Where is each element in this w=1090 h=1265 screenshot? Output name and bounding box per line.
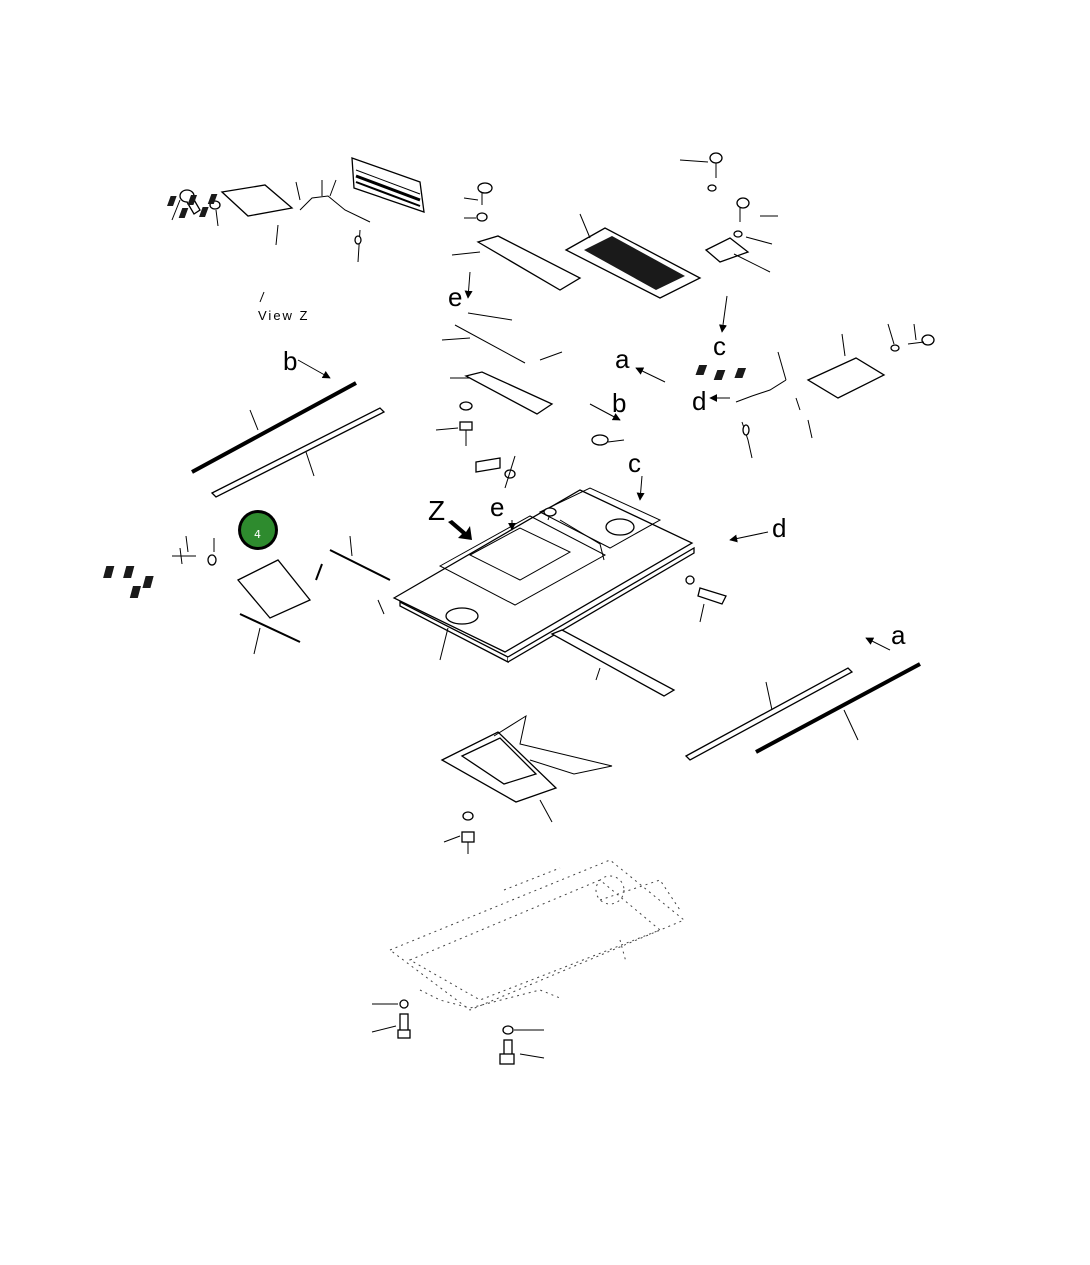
callout-e-frame: e bbox=[490, 492, 504, 522]
view-z-detail: View Z bbox=[167, 157, 425, 323]
right-upper-parts: d bbox=[692, 323, 935, 459]
cable-assembly-small bbox=[295, 179, 371, 263]
bolt-part-12 bbox=[499, 1025, 545, 1065]
callout-a-lower: a bbox=[891, 620, 906, 650]
view-z-label: View Z bbox=[258, 308, 310, 323]
floor-cover-plate bbox=[440, 714, 613, 854]
callout-d-frame: d bbox=[772, 513, 786, 543]
grille-cover-right bbox=[695, 333, 886, 399]
callout-c-frame: c bbox=[628, 448, 641, 478]
upper-center-parts: e c bbox=[448, 152, 778, 361]
bolt-part-10 bbox=[443, 811, 475, 854]
seal-strip-lower bbox=[239, 613, 301, 643]
callout-c-upper: c bbox=[713, 331, 726, 361]
callout-a-upper: a bbox=[615, 344, 630, 374]
grille-cover-small bbox=[167, 184, 294, 246]
support-bar bbox=[550, 629, 676, 697]
item-badge: 4 bbox=[238, 510, 278, 550]
left-lower-parts: 4 bbox=[103, 510, 391, 655]
grille-cover-lower bbox=[103, 559, 323, 619]
bolt-part-3 bbox=[679, 152, 723, 192]
item-badge-circle bbox=[241, 513, 275, 547]
view-z-arrow: Z bbox=[428, 495, 472, 540]
cable-assembly-right bbox=[735, 351, 813, 459]
top-grille-large bbox=[564, 213, 702, 299]
rear-panel-small bbox=[351, 157, 425, 213]
bolt-part-8 bbox=[172, 535, 217, 566]
bolt-part-11 bbox=[371, 999, 411, 1039]
rail-bar-right bbox=[684, 667, 854, 761]
bolt-part-2 bbox=[463, 182, 493, 222]
rail-bar-left bbox=[210, 407, 386, 498]
small-cover-plate bbox=[704, 237, 771, 273]
right-lower-parts: a bbox=[550, 575, 921, 761]
base-chassis-frame bbox=[371, 859, 685, 1065]
long-bracket bbox=[451, 235, 582, 291]
grommet-part bbox=[591, 434, 609, 446]
callout-b-left: b bbox=[283, 346, 297, 376]
bolt-part-5 bbox=[435, 401, 473, 446]
bolt-part-9 bbox=[685, 575, 727, 623]
middle-strips: a b bbox=[435, 312, 666, 489]
callout-b-mid: b bbox=[612, 388, 626, 418]
callout-z: Z bbox=[428, 495, 445, 526]
callout-d-upper: d bbox=[692, 386, 706, 416]
bolt-part bbox=[171, 189, 201, 221]
left-rails: b bbox=[191, 346, 386, 498]
bolt-part-7 bbox=[887, 323, 935, 352]
seal-strip-2 bbox=[329, 549, 391, 581]
bolt-part-4 bbox=[733, 197, 778, 245]
seal-rail-left bbox=[191, 381, 357, 474]
seal-rail-right bbox=[755, 662, 921, 754]
bolt-part-6 bbox=[475, 455, 516, 489]
item-badge-number: 4 bbox=[254, 528, 261, 541]
seal-strip-1 bbox=[441, 312, 563, 364]
cover-plate-mid bbox=[450, 371, 554, 415]
callout-e-upper: e bbox=[448, 282, 462, 312]
